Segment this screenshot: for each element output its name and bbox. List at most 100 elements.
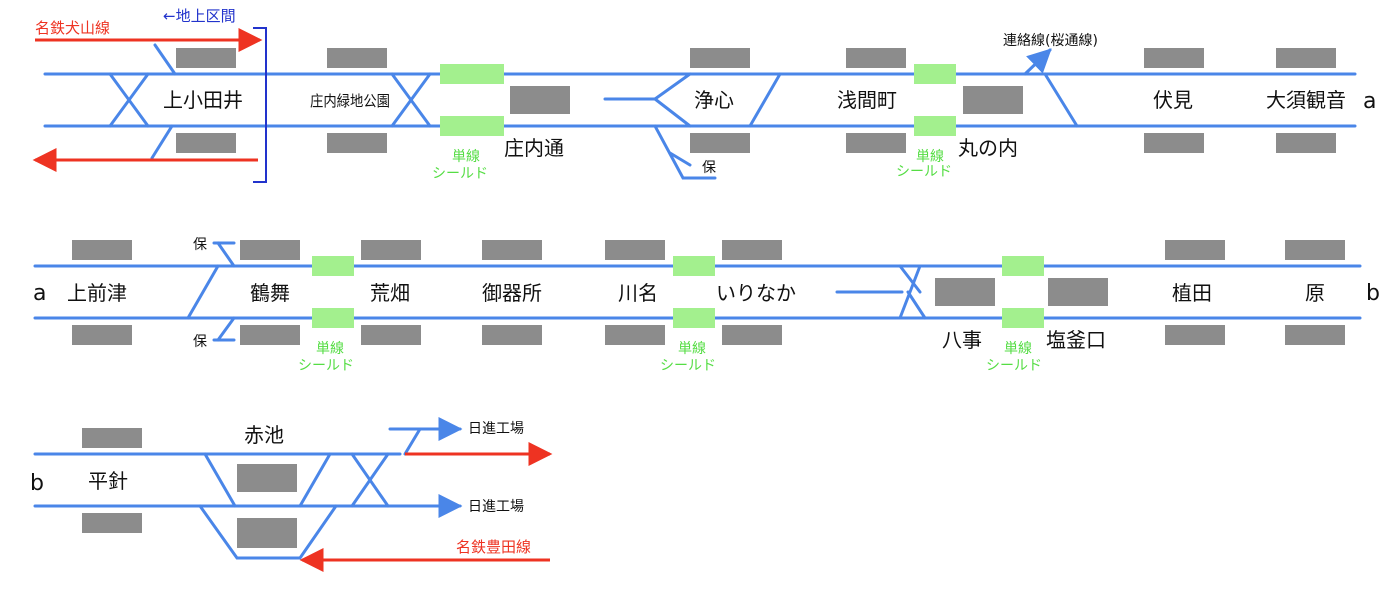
station-kamimaezu: 上前津 bbox=[67, 281, 127, 305]
station-yagoto: 八事 bbox=[942, 328, 982, 352]
platform bbox=[690, 133, 750, 153]
platform bbox=[482, 240, 542, 260]
platform bbox=[935, 278, 995, 306]
platform bbox=[240, 240, 300, 260]
station-gokiso: 御器所 bbox=[482, 281, 542, 305]
platform bbox=[361, 240, 421, 260]
platform bbox=[1276, 133, 1336, 153]
platform bbox=[1276, 48, 1336, 68]
junction-track bbox=[150, 124, 174, 160]
station-kawana: 川名 bbox=[618, 281, 658, 305]
station-marunouchi: 丸の内 bbox=[958, 136, 1018, 160]
turnout bbox=[186, 264, 220, 320]
platform bbox=[1285, 240, 1345, 260]
platform bbox=[846, 48, 906, 68]
shield-label: シールド bbox=[660, 358, 716, 374]
continuation-marker: a bbox=[1363, 89, 1376, 114]
station-shonai-ryokuchi-koen: 庄内緑地公園 bbox=[310, 92, 390, 110]
platform bbox=[327, 133, 387, 153]
platform bbox=[722, 325, 782, 345]
depot-track bbox=[388, 427, 423, 456]
single-line-label: 単線 bbox=[678, 341, 706, 357]
platform bbox=[963, 86, 1023, 114]
siding-track bbox=[668, 151, 692, 167]
platform bbox=[327, 48, 387, 68]
single-line-label: 単線 bbox=[452, 149, 480, 165]
turnout bbox=[1043, 72, 1079, 128]
platform bbox=[237, 464, 297, 492]
station-tsurumai: 鶴舞 bbox=[250, 281, 290, 305]
akaike-loop-track bbox=[198, 504, 338, 560]
platform bbox=[361, 325, 421, 345]
crossover bbox=[390, 72, 432, 128]
row-1: 上小田井 庄内緑地公園 庄内通 浄心 浅間町 丸の内 伏見 大須観音 a 名鉄犬… bbox=[32, 7, 1376, 183]
nisshin-depot-label: 日進工場 bbox=[468, 421, 524, 437]
row-3: b 平針 赤池 日進工場 日進工場 名鉄豊田線 bbox=[30, 417, 553, 572]
continuation-marker: b bbox=[30, 471, 44, 496]
single-shield-marker bbox=[914, 116, 956, 136]
station-osu-kannon: 大須観音 bbox=[1266, 88, 1346, 112]
stub-track bbox=[653, 97, 692, 128]
single-shield-marker bbox=[440, 116, 504, 136]
single-shield-marker bbox=[312, 308, 354, 328]
single-shield-marker bbox=[673, 308, 715, 328]
station-fushimi: 伏見 bbox=[1153, 88, 1193, 112]
platform bbox=[846, 133, 906, 153]
continuation-marker: b bbox=[1366, 281, 1380, 306]
akaike-loop-track bbox=[203, 452, 237, 508]
single-line-label: 単線 bbox=[1004, 341, 1032, 357]
connecting-line-label: 連絡線(桜通線) bbox=[1003, 33, 1098, 49]
junction-track bbox=[153, 43, 177, 76]
turnout bbox=[748, 72, 782, 128]
siding-label: 保 bbox=[193, 334, 207, 350]
crossover bbox=[898, 264, 922, 294]
platform bbox=[237, 518, 297, 548]
shield-label: シールド bbox=[432, 166, 488, 182]
platform bbox=[82, 428, 142, 448]
nisshin-depot-label: 日進工場 bbox=[468, 499, 524, 515]
crossover bbox=[108, 72, 150, 128]
single-shield-marker bbox=[673, 256, 715, 276]
crossover bbox=[906, 290, 927, 320]
station-shiogamaguchi: 塩釜口 bbox=[1046, 328, 1106, 352]
shield-label: シールド bbox=[986, 358, 1042, 374]
continuation-marker: a bbox=[33, 281, 46, 306]
platform bbox=[1144, 48, 1204, 68]
platform bbox=[1144, 133, 1204, 153]
single-shield-marker bbox=[1002, 256, 1044, 276]
turnout bbox=[298, 452, 332, 508]
platform bbox=[1165, 325, 1225, 345]
single-shield-marker bbox=[914, 64, 956, 84]
station-joshin: 浄心 bbox=[694, 88, 734, 112]
siding-label: 保 bbox=[193, 237, 207, 253]
siding-track bbox=[653, 124, 717, 180]
siding-label: 保 bbox=[702, 160, 716, 176]
single-shield-marker bbox=[312, 256, 354, 276]
platform bbox=[82, 513, 142, 533]
crossover bbox=[350, 452, 390, 508]
siding-track bbox=[216, 241, 236, 268]
single-line-label: 単線 bbox=[316, 341, 344, 357]
row-2: a 上前津 鶴舞 荒畑 御器所 川名 いりなか 八事 塩釜口 植田 原 b 保 … bbox=[33, 237, 1380, 374]
station-ueda: 植田 bbox=[1172, 281, 1212, 305]
single-shield-marker bbox=[440, 64, 504, 84]
single-shield-marker bbox=[1002, 308, 1044, 328]
platform bbox=[690, 48, 750, 68]
station-hirabari: 平針 bbox=[88, 469, 128, 493]
platform bbox=[176, 133, 236, 153]
platform bbox=[722, 240, 782, 260]
stub-track bbox=[603, 72, 692, 101]
meitetsu-inuyama-label: 名鉄犬山線 bbox=[35, 19, 110, 37]
platform bbox=[1048, 278, 1108, 306]
platform bbox=[72, 240, 132, 260]
platform bbox=[240, 325, 300, 345]
shield-label: シールド bbox=[298, 358, 354, 374]
station-arahata: 荒畑 bbox=[370, 281, 410, 305]
ground-section-bracket bbox=[253, 27, 267, 183]
platform bbox=[510, 86, 570, 114]
platform bbox=[605, 240, 665, 260]
platform bbox=[482, 325, 542, 345]
platform bbox=[176, 48, 236, 68]
station-sengencho: 浅間町 bbox=[837, 88, 897, 112]
